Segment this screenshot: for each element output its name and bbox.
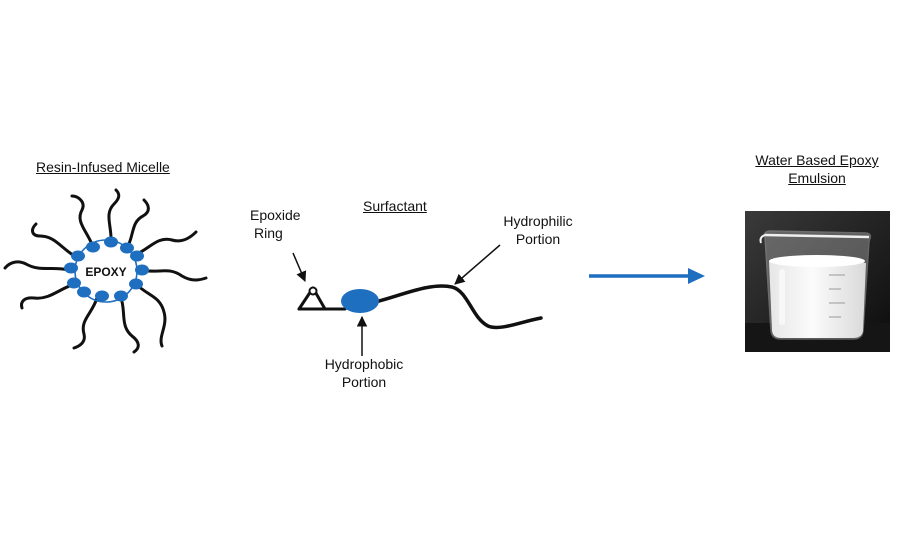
micelle-head xyxy=(86,241,100,253)
hydrophobic-label-line1: Hydrophobic xyxy=(324,356,404,372)
epoxide-ring-label: Epoxide Ring xyxy=(250,206,301,242)
epoxide-oxygen xyxy=(308,286,318,296)
micelle-tail xyxy=(3,260,71,272)
micelle-head xyxy=(71,250,85,262)
surfactant-molecule xyxy=(297,284,543,330)
emulsion-title: Water Based Epoxy Emulsion xyxy=(744,151,890,187)
surfactant-title: Surfactant xyxy=(363,198,427,214)
micelle-head xyxy=(95,290,109,302)
emulsion-title-line1: Water Based Epoxy xyxy=(755,152,879,168)
micelle-tail xyxy=(31,222,80,260)
process-arrow xyxy=(589,268,705,284)
liquid-surface xyxy=(769,255,865,267)
micelle-heads xyxy=(64,236,149,302)
pointer-arrows xyxy=(292,244,501,356)
micelle-tail xyxy=(70,194,95,249)
micelle-core-text: EPOXY xyxy=(85,265,126,279)
micelle-head xyxy=(64,262,78,274)
beaker-spout xyxy=(759,234,766,244)
micelle-head xyxy=(120,242,134,254)
glass-highlight xyxy=(779,269,785,325)
hydrophobic-portion-label: Hydrophobic Portion xyxy=(318,355,410,391)
beaker-liquid xyxy=(769,257,866,338)
micelle-head xyxy=(129,278,143,290)
micelle-head xyxy=(114,290,128,302)
micelle-tail xyxy=(119,296,140,354)
beaker-graduations xyxy=(829,274,845,318)
micelle-tail xyxy=(140,268,208,282)
micelle-tail xyxy=(20,282,77,310)
micelle-head xyxy=(130,250,144,262)
micelle-head xyxy=(67,277,81,289)
micelle-title: Resin-Infused Micelle xyxy=(36,159,170,175)
micelle-tail xyxy=(72,296,99,350)
hydrophilic-label-line1: Hydrophilic xyxy=(503,213,573,229)
epoxide-arrow xyxy=(292,252,307,282)
hydrophobic-head xyxy=(341,289,379,313)
emulsion-photo xyxy=(745,211,890,352)
micelle-head xyxy=(77,286,91,298)
hydrophobic-label-line2: Portion xyxy=(341,374,387,390)
epoxide-ring-label-line2: Ring xyxy=(254,225,283,241)
micelle-tail xyxy=(135,230,198,256)
micelle-tails xyxy=(3,188,208,354)
micelle-tail xyxy=(107,188,121,244)
micelle-tail xyxy=(125,198,150,250)
micelle-tail xyxy=(134,282,167,348)
epoxide-ring-label-line1: Epoxide xyxy=(250,207,301,223)
micelle-head xyxy=(135,264,149,276)
hydrophilic-portion-label: Hydrophilic Portion xyxy=(496,212,580,248)
hydrophilic-tail xyxy=(373,284,543,330)
hydrophilic-label-line2: Portion xyxy=(515,231,561,247)
emulsion-title-line2: Emulsion xyxy=(788,170,846,186)
micelle-head xyxy=(104,236,118,248)
hydrophilic-arrow xyxy=(454,244,501,285)
beaker-rim xyxy=(764,233,870,239)
